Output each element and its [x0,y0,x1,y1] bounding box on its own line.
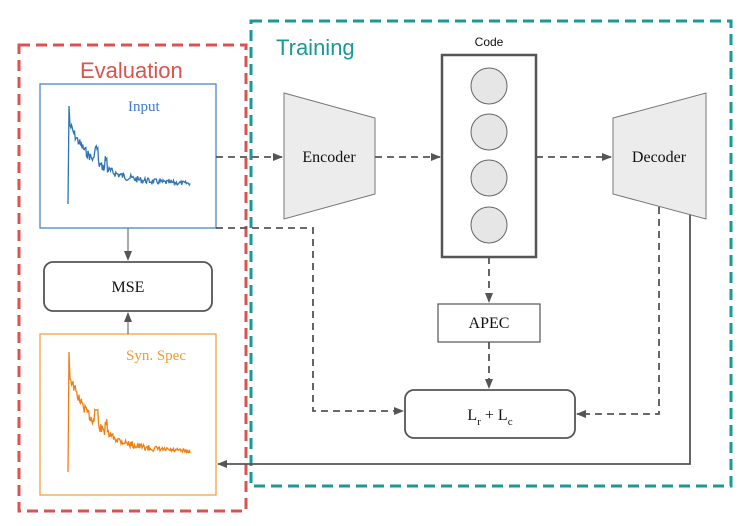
syn-spec-spectrum-line [67,351,191,473]
evaluation-title: Evaluation [80,58,183,83]
training-title: Training [276,35,355,60]
mse-box [43,261,213,312]
syn-spec-label: Syn. Spec [126,348,186,364]
input-label: Input [128,99,160,115]
evaluation-region [17,43,248,513]
code-unit-4 [470,206,508,244]
loss-label: Lr + Lc [467,407,512,428]
loss-box [404,389,576,439]
encoder-label: Encoder [302,149,356,166]
code-unit-2 [470,113,508,151]
mse-label: MSE [112,279,145,296]
code-label: Code [475,35,504,49]
apec-label: APEC [469,315,510,332]
apec-box [437,303,541,343]
input-spectrum-line [67,105,191,205]
encoder-block [283,92,376,220]
decoder-block [612,92,707,220]
input-to-loss-arrow [216,227,404,415]
code-unit-1 [470,67,508,105]
decoder-label: Decoder [632,149,687,166]
code-unit-3 [470,159,508,197]
decoder-to-loss-arrow [576,207,660,418]
decoder-to-syn-spec-arrow [217,215,691,468]
training-region [249,19,733,488]
